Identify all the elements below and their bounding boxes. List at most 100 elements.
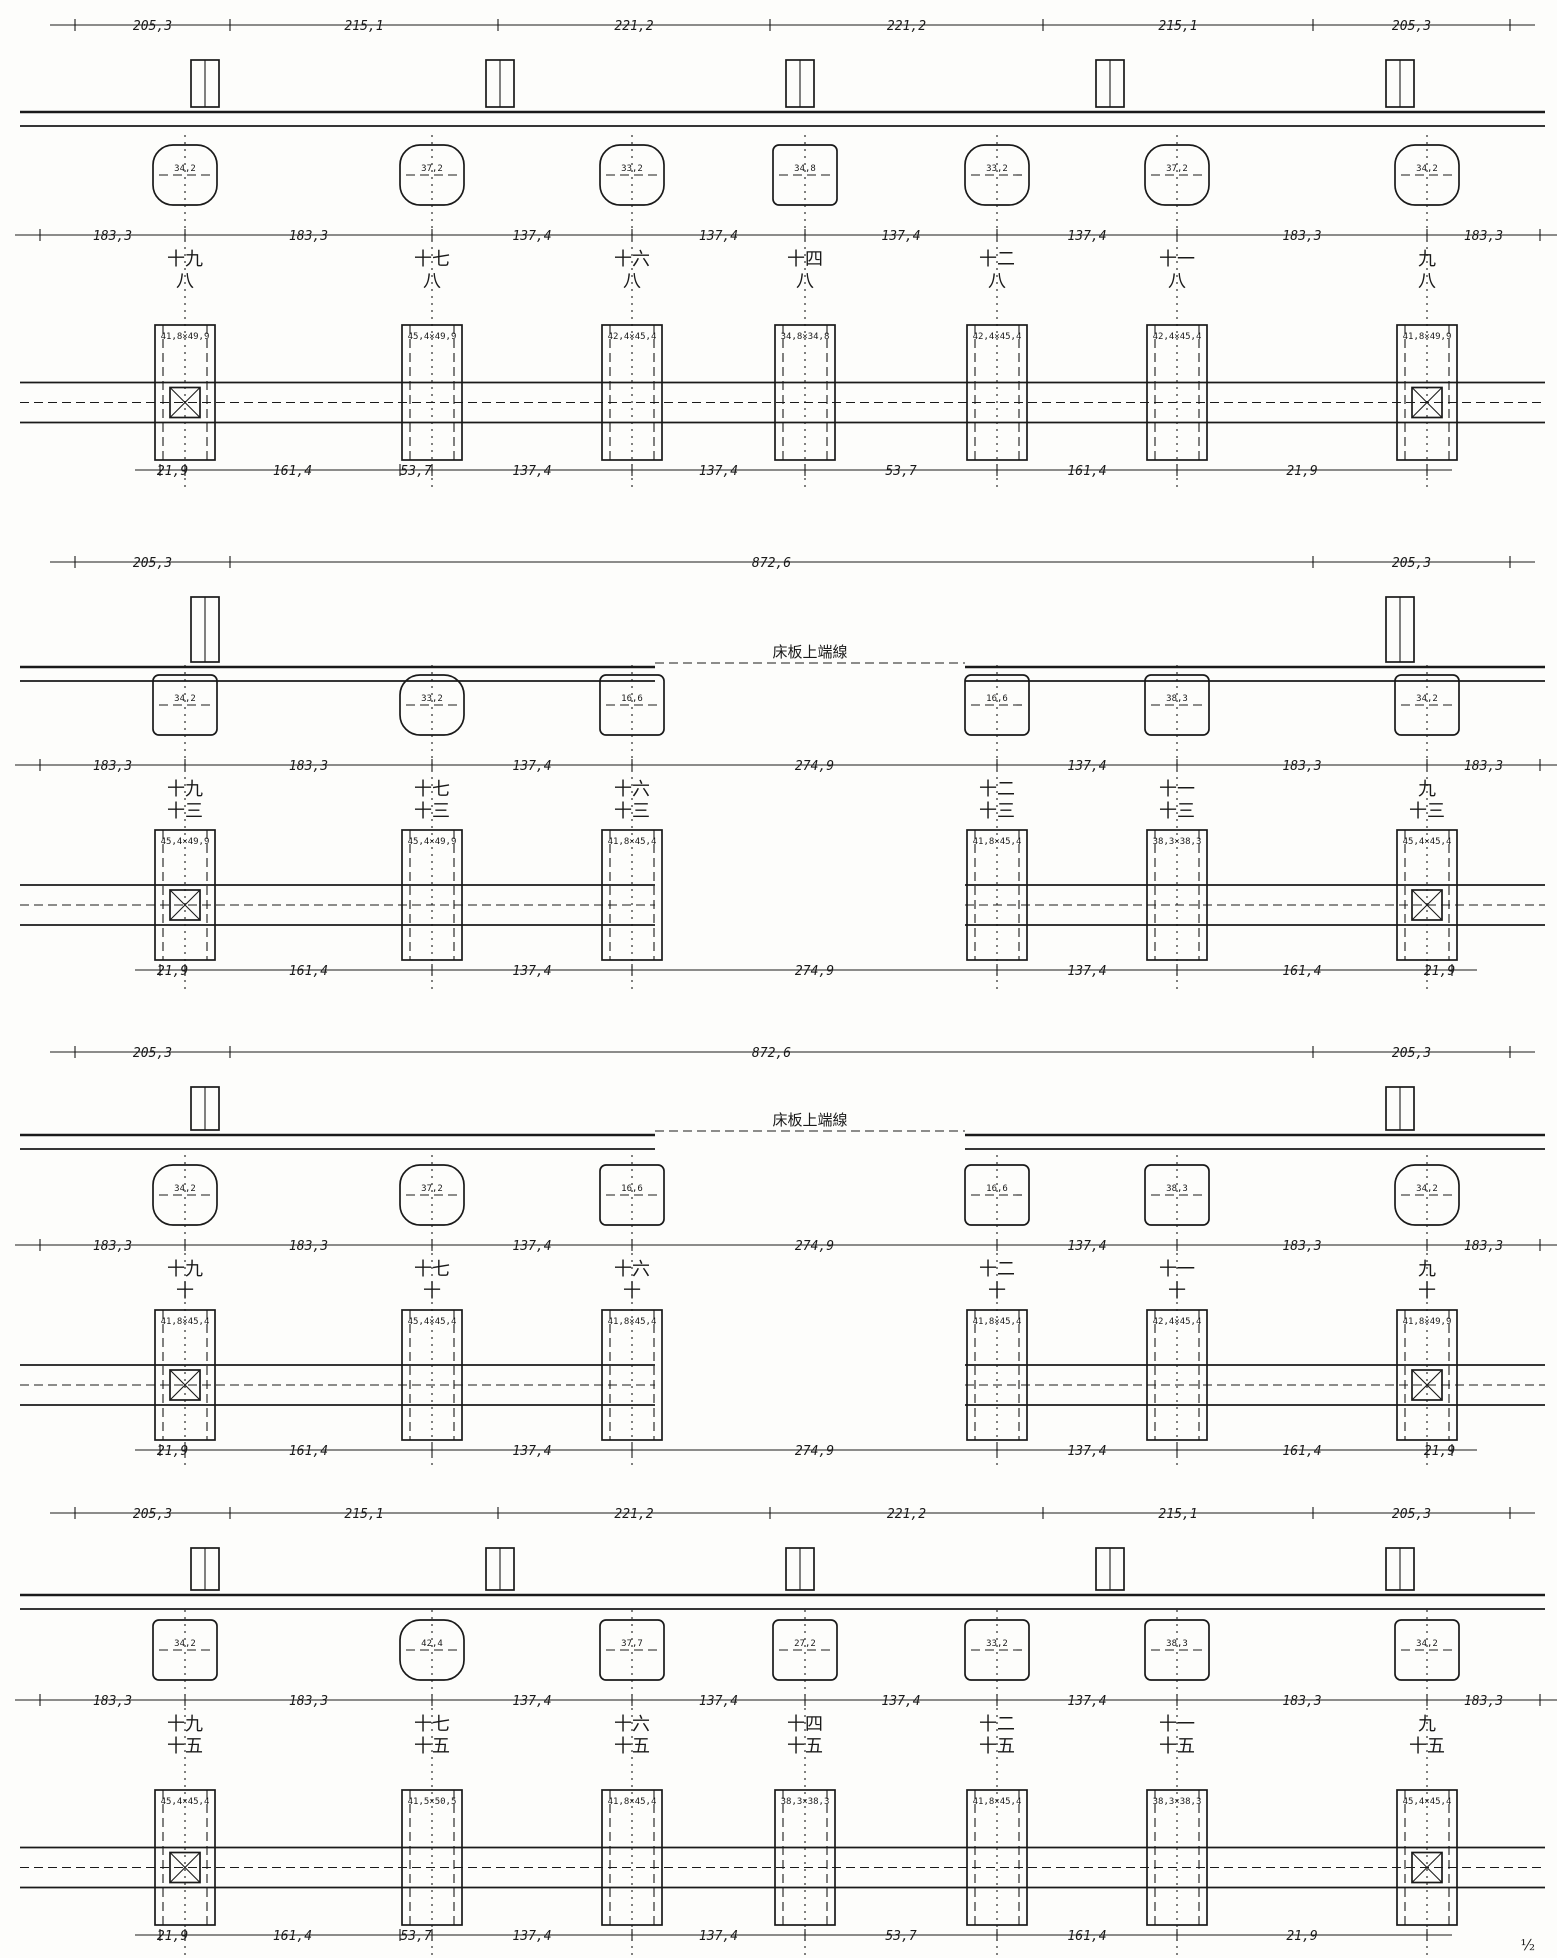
column-size-label: 45,4×49,9: [408, 332, 457, 342]
column-size-label: 45,4×45,4: [408, 1317, 457, 1327]
beam-size-label: 42,4: [421, 1639, 443, 1649]
dimension-label: 205,3: [133, 1046, 172, 1061]
dimension-label: 161,4: [1282, 964, 1321, 979]
column-size-label: 45,4×45,4: [1403, 1797, 1452, 1807]
column-label: 八: [988, 271, 1006, 292]
dimension-label: 21,9: [1424, 1444, 1455, 1459]
opening-mark: [1411, 889, 1443, 921]
column-size-label: 45,4×49,9: [408, 837, 457, 847]
column-label: 十五: [614, 1736, 650, 1757]
column-label: 十五: [979, 1736, 1015, 1757]
column-label: 十六: [614, 1714, 650, 1735]
beam-size-label: 16,6: [621, 694, 643, 704]
column-plan-outline: [401, 1789, 463, 1926]
dimension-label: 53,7: [885, 464, 916, 479]
dimension-label: 21,9: [157, 1444, 188, 1459]
dimension-label: 137,4: [699, 464, 738, 479]
dimension-label: 183,3: [1464, 759, 1503, 774]
beam-size-label: 34,2: [1416, 1639, 1438, 1649]
dimension-label: 161,4: [273, 1929, 312, 1944]
column-plan-outline: [1146, 1789, 1208, 1926]
column-plan-outline: [966, 1309, 1028, 1441]
dimension-label: 137,4: [512, 464, 551, 479]
dimension-label: 274,9: [795, 759, 834, 774]
dimension-label: 183,3: [93, 1239, 132, 1254]
column-size-label: 42,4×45,4: [1153, 332, 1202, 342]
opening-mark: [169, 889, 201, 921]
dimension-label: 21,9: [157, 1929, 188, 1944]
dimension-label: 274,9: [795, 1444, 834, 1459]
column-plan-outline: [401, 1309, 463, 1441]
dimension-label: 215,1: [344, 19, 383, 34]
column-plan-outline: [601, 324, 663, 461]
column-size-label: 41,8×45,4: [161, 1317, 210, 1327]
column-label: 十二: [979, 1714, 1015, 1735]
column-plan-outline: [601, 1309, 663, 1441]
dimension-label: 137,4: [1067, 229, 1106, 244]
column-size-label: 42,4×45,4: [973, 332, 1022, 342]
sheet-code: ½: [1520, 1936, 1535, 1954]
column-plan-outline: [154, 324, 216, 461]
column-label: 十六: [614, 1259, 650, 1280]
opening-mark: [1411, 386, 1443, 419]
column-label: 十七: [414, 1259, 450, 1280]
dimension-label: 137,4: [512, 1444, 551, 1459]
opening-cross: [1411, 387, 1443, 418]
dimension-label: 183,3: [1464, 1694, 1503, 1709]
beam-size-label: 34,2: [1416, 1184, 1438, 1194]
beam-size-label: 16,6: [986, 694, 1008, 704]
dimension-label: 137,4: [1067, 964, 1106, 979]
beam-size-label: 16,6: [621, 1184, 643, 1194]
dimension-label: 183,3: [1282, 1239, 1321, 1254]
floor-note: 床板上端線: [772, 1111, 847, 1129]
column-label: 十七: [414, 779, 450, 800]
dimension-label: 137,4: [512, 1239, 551, 1254]
column-label: 八: [796, 271, 814, 292]
column-size-label: 38,3×38,3: [1153, 837, 1202, 847]
opening-mark: [169, 1369, 201, 1401]
column-label: 十二: [979, 779, 1015, 800]
dimension-label: 21,9: [1286, 464, 1317, 479]
dimension-label: 21,9: [157, 464, 188, 479]
column-plan-outline: [1146, 829, 1208, 961]
column-label: 十九: [167, 779, 203, 800]
beam-size-label: 16,6: [986, 1184, 1008, 1194]
column-label: 十二: [979, 1259, 1015, 1280]
beam-size-label: 37,2: [421, 1184, 443, 1194]
column-plan-outline: [774, 1789, 836, 1926]
beam-size-label: 37,2: [421, 164, 443, 174]
column-label: 十三: [979, 801, 1015, 822]
opening-cross: [1411, 889, 1443, 921]
column-plan-outline: [601, 829, 663, 961]
column-label: 十三: [414, 801, 450, 822]
dimension-label: 137,4: [699, 1694, 738, 1709]
beam-size-label: 33,2: [421, 694, 443, 704]
dimension-label: 183,3: [1282, 759, 1321, 774]
column-label: 十五: [787, 1736, 823, 1757]
column-label: 十: [988, 1281, 1006, 1302]
dimension-label: 53,7: [400, 1929, 431, 1944]
column-plan-outline: [1396, 829, 1458, 961]
column-label: 九: [1418, 779, 1436, 800]
column-size-label: 41,8×45,4: [973, 837, 1022, 847]
dimension-label: 221,2: [614, 19, 653, 34]
dimension-label: 183,3: [93, 1694, 132, 1709]
dimension-label: 205,3: [1392, 19, 1431, 34]
column-label: 十一: [1159, 249, 1195, 270]
floor-note: 床板上端線: [772, 643, 847, 661]
column-label: 十三: [614, 801, 650, 822]
dimension-label: 205,3: [133, 556, 172, 571]
column-plan-outline: [401, 324, 463, 461]
dimension-label: 183,3: [1282, 1694, 1321, 1709]
column-size-label: 41,8×45,4: [973, 1797, 1022, 1807]
column-label: 十九: [167, 1259, 203, 1280]
column-plan-outline: [1396, 1309, 1458, 1441]
column-size-label: 41,8×45,4: [608, 1317, 657, 1327]
column-label: 十七: [414, 1714, 450, 1735]
dimension-label: 205,3: [1392, 556, 1431, 571]
dimension-label: 21,9: [157, 964, 188, 979]
dimension-label: 274,9: [795, 964, 834, 979]
opening-mark: [1411, 1369, 1443, 1401]
